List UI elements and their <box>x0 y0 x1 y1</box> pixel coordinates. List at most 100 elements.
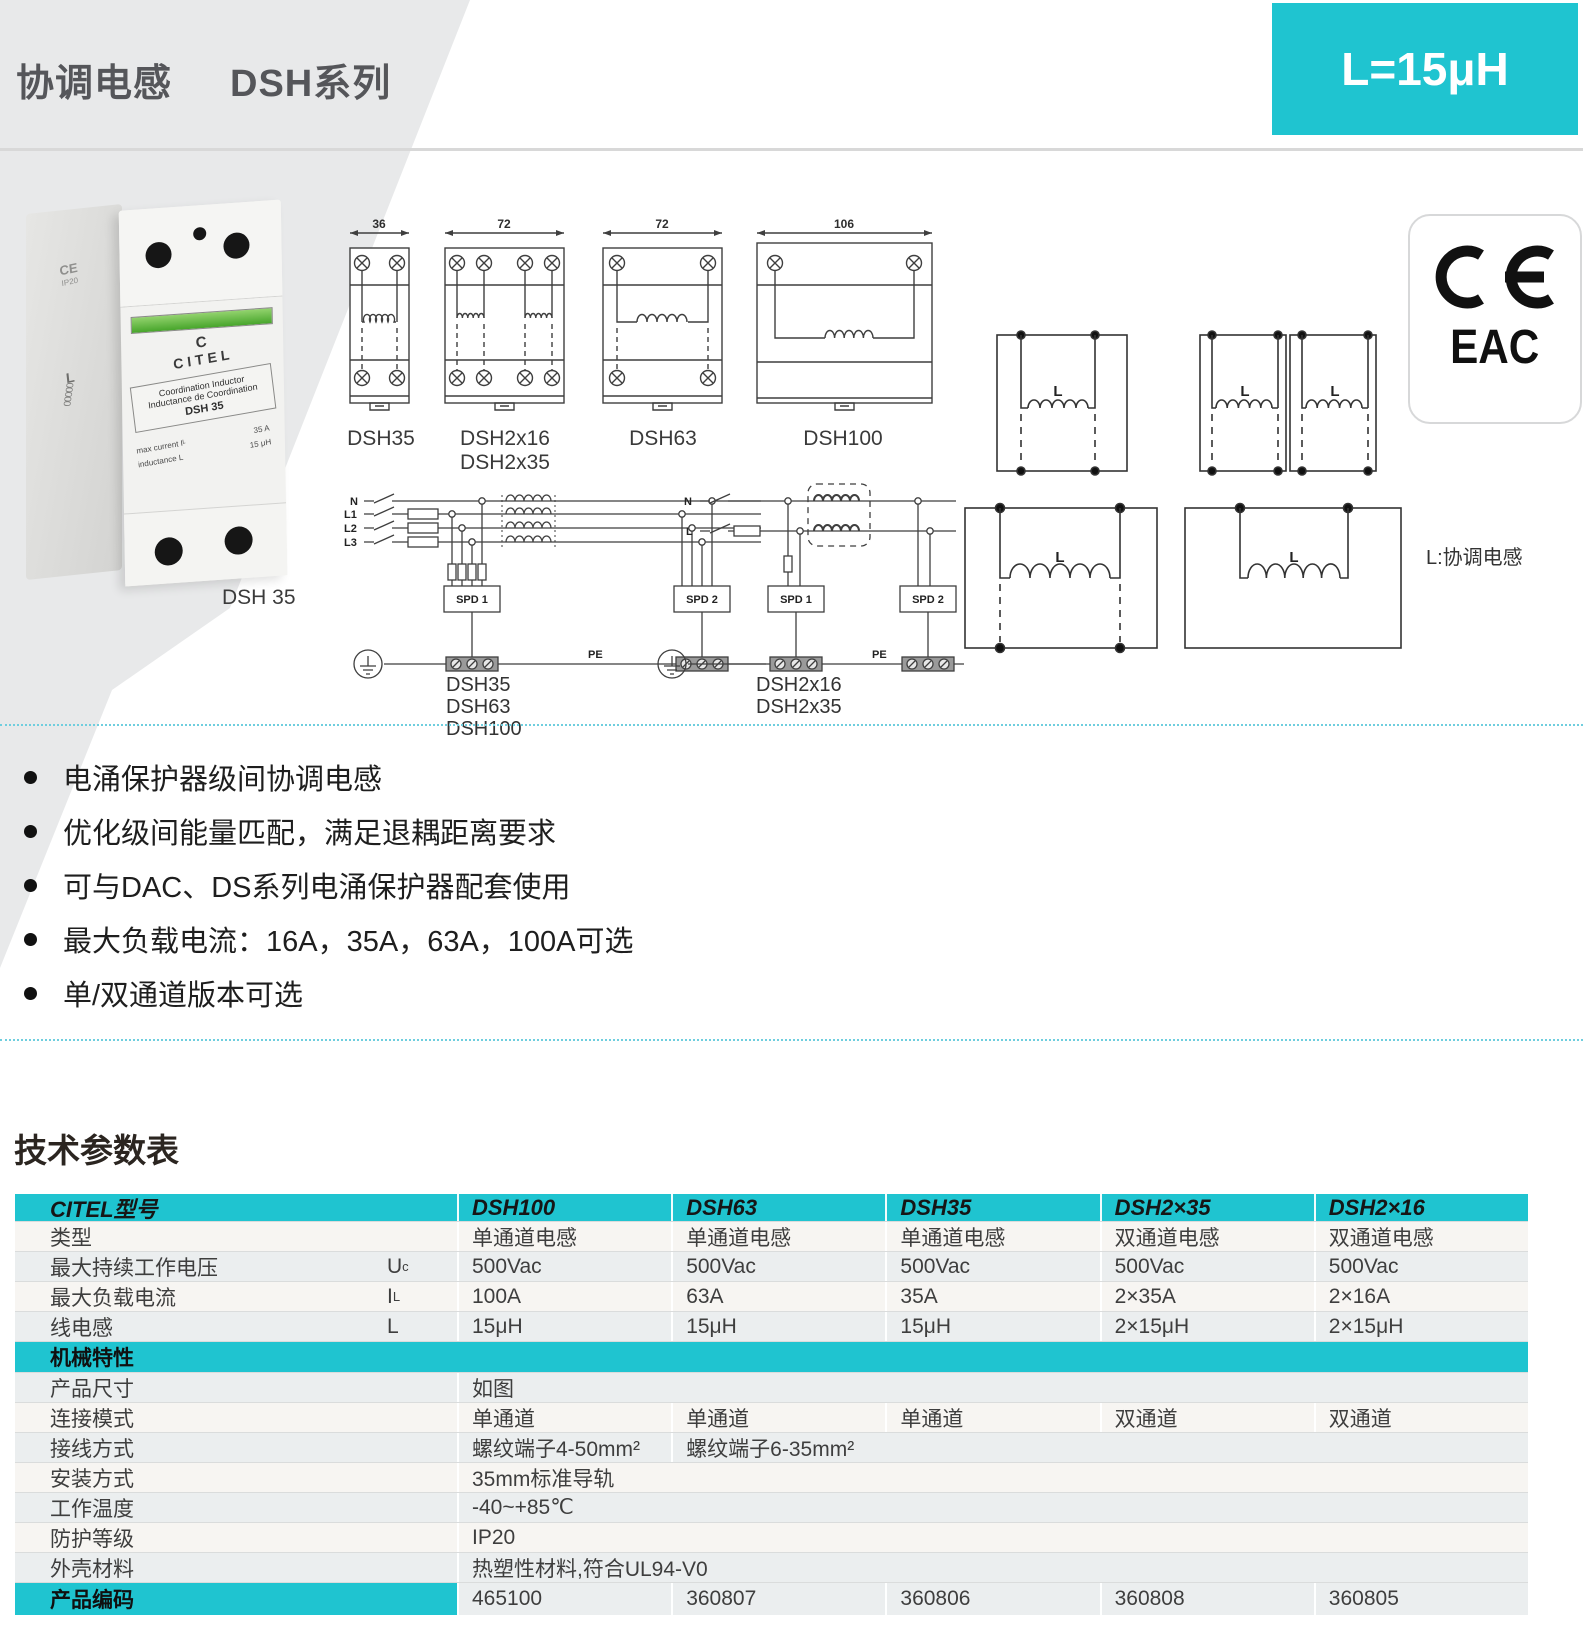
drawing-label-dsh63: DSH63 <box>629 427 697 450</box>
feature-text: 可与DAC、DS系列电涌保护器配套使用 <box>63 872 571 904</box>
table-row: 产品尺寸如图 <box>15 1372 1528 1402</box>
table-cell: 15μH <box>671 1312 886 1341</box>
table-cell: 工作温度 <box>15 1493 375 1522</box>
photo-caption: DSH 35 <box>222 586 296 609</box>
table-heading: 技术参数表 <box>14 1132 179 1169</box>
svg-text:L: L <box>1330 383 1339 400</box>
feature-text: 最大负载电流：16A，35A，63A，100A可选 <box>63 926 634 958</box>
wiring-diagrams: N L1 L2 L3 SPD 1 SPD 2 PE <box>344 483 964 679</box>
eac-mark: EAC <box>1450 321 1540 374</box>
table-row: 机械特性 <box>15 1341 1528 1372</box>
table-cell: 双通道电感 <box>1099 1222 1314 1251</box>
table-cell: 单通道电感 <box>457 1222 672 1251</box>
table-cell: 2×15μH <box>1099 1312 1314 1341</box>
table-cell: 100A <box>457 1282 672 1311</box>
table-cell: DSH100 <box>457 1194 671 1221</box>
product-photo-front: C CITEL Coordination Inductor Inductance… <box>118 199 288 587</box>
table-cell: 外壳材料 <box>15 1553 375 1582</box>
table-cell: 双通道 <box>1099 1403 1314 1432</box>
drawing-label-dsh100: DSH100 <box>803 427 883 450</box>
svg-text:SPD 2: SPD 2 <box>912 594 944 606</box>
table-cell: 产品尺寸 <box>15 1373 375 1402</box>
table-cell: 螺纹端子4-50mm² <box>457 1433 672 1462</box>
drawing-label-dsh2x16: DSH2x16 <box>460 427 550 450</box>
svg-text:L: L <box>1053 383 1062 400</box>
table-cell: IP20 <box>457 1523 1528 1552</box>
svg-text:SPD 1: SPD 1 <box>456 594 488 606</box>
table-cell: 35A <box>885 1282 1100 1311</box>
table-cell: 接线方式 <box>15 1433 375 1462</box>
table-cell <box>375 1553 457 1582</box>
coil-schematics: L L L L L <box>964 330 1402 654</box>
drawing-dsh63: 72 <box>602 217 723 411</box>
svg-text:L2: L2 <box>344 523 357 535</box>
table-cell: CITEL型号 <box>50 1196 158 1222</box>
table-cell: 线电感 <box>15 1312 375 1341</box>
table-cell: 500Vac <box>1313 1252 1528 1281</box>
table-cell: 防护等级 <box>15 1523 375 1552</box>
table-cell: 热塑性材料,符合UL94-V0 <box>457 1553 1528 1582</box>
table-cell: 安装方式 <box>15 1463 375 1492</box>
table-cell: 360805 <box>1313 1583 1528 1615</box>
bullet-icon <box>24 770 37 784</box>
svg-text:N: N <box>350 496 358 508</box>
svg-text:SPD 1: SPD 1 <box>780 594 812 606</box>
table-cell: 类型 <box>15 1222 375 1251</box>
table-cell: 2×16A <box>1313 1282 1528 1311</box>
table-cell: 单通道 <box>885 1403 1100 1432</box>
table-cell: 500Vac <box>671 1252 886 1281</box>
table-cell: 360808 <box>1099 1583 1314 1615</box>
table-cell <box>375 1403 457 1432</box>
photo-top-terminals <box>118 199 283 308</box>
svg-text:N: N <box>684 496 692 508</box>
photo-bottom-terminals <box>124 502 288 587</box>
table-row: 防护等级 IP20 <box>15 1522 1528 1552</box>
table-cell: 360807 <box>671 1583 886 1615</box>
svg-text:SPD 2: SPD 2 <box>686 594 718 606</box>
drawing-label-dsh2x35: DSH2x35 <box>460 451 550 474</box>
svg-text:L3: L3 <box>344 537 357 549</box>
table-cell: 双通道 <box>1313 1403 1528 1432</box>
bullet-icon <box>24 824 37 838</box>
table-row: 连接模式单通道单通道单通道双通道双通道 <box>15 1402 1528 1432</box>
svg-text:106: 106 <box>834 217 854 231</box>
table-cell: 最大持续工作电压 <box>15 1252 375 1281</box>
table-cell <box>375 1433 457 1462</box>
svg-text:72: 72 <box>497 217 511 231</box>
svg-text:L: L <box>1055 549 1064 566</box>
svg-text:36: 36 <box>372 217 386 231</box>
bullet-icon <box>24 932 37 946</box>
svg-text:L: L <box>1289 549 1298 566</box>
table-cell: 500Vac <box>1099 1252 1314 1281</box>
table-cell: 机械特性 <box>50 1347 134 1370</box>
header-divider <box>0 148 1583 151</box>
certification-box: EAC <box>1408 214 1582 424</box>
drawing-label-dsh35: DSH35 <box>347 427 415 450</box>
table-cell: 15μH <box>885 1312 1100 1341</box>
table-cell: 连接模式 <box>15 1403 375 1432</box>
inductance-badge: L=15μH <box>1272 3 1578 135</box>
drawing-dsh2x16: 72 <box>444 217 565 411</box>
feature-text: 电涌保护器级间协调电感 <box>63 764 383 796</box>
dotted-separator-bottom <box>0 1039 1583 1041</box>
table-cell: 360806 <box>885 1583 1100 1615</box>
drawing-dsh100: 106 <box>756 217 933 411</box>
svg-text:L: L <box>686 526 693 538</box>
list-item: 单/双通道版本可选 <box>24 966 634 1020</box>
table-cell: 465100 <box>457 1583 672 1615</box>
table-cell: 2×35A <box>1099 1282 1314 1311</box>
table-cell: 螺纹端子6-35mm² <box>671 1433 1528 1462</box>
table-cell: -40~+85℃ <box>457 1493 1528 1522</box>
